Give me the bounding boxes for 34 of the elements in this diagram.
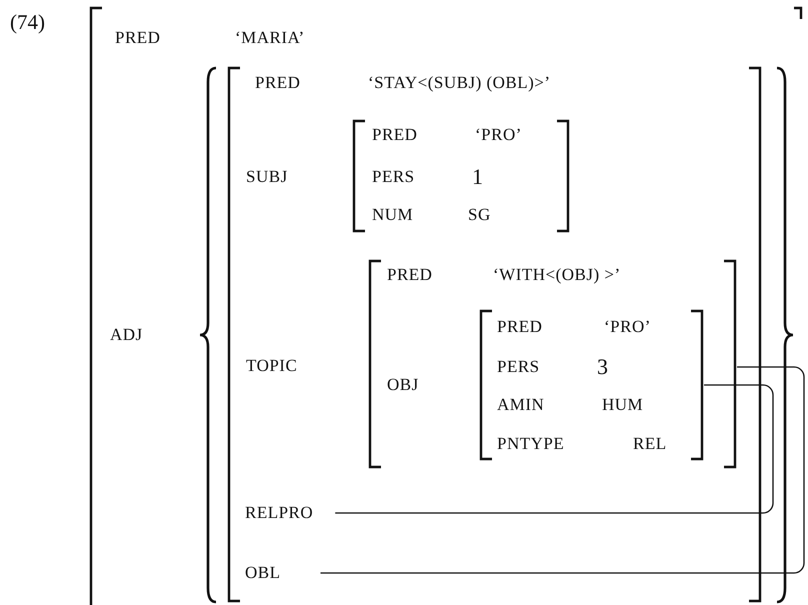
attribute-value-matrix: [369, 260, 736, 468]
attribute-name: PRED: [387, 265, 432, 285]
attribute-name: PRED: [115, 28, 160, 48]
attribute-name: PRED: [372, 125, 418, 145]
attribute-name: OBJ: [387, 375, 419, 395]
attribute-value-matrix: [90, 7, 802, 605]
attribute-value: HUM: [602, 395, 644, 415]
attribute-name: AMIN: [497, 395, 544, 415]
attribute-name: RELPRO: [245, 503, 336, 523]
attribute-name: SUBJ: [246, 167, 288, 187]
attribute-value: SG: [468, 205, 491, 225]
attribute-value: 3: [597, 357, 608, 377]
attribute-name: TOPIC: [246, 356, 298, 376]
attribute-value: 1: [472, 167, 484, 187]
attribute-value: ‘MARIA’: [235, 28, 305, 48]
attribute-value-matrix: [228, 67, 761, 602]
attribute-name: NUM: [372, 205, 414, 225]
attribute-value: ‘PRO’: [475, 125, 522, 145]
attribute-value: ‘PRO’: [604, 317, 651, 337]
attribute-name: PRED: [255, 73, 300, 93]
attribute-name: PRED: [497, 317, 542, 337]
attribute-value: REL: [633, 434, 667, 454]
connector-line: [335, 384, 774, 514]
attribute-name: ADJ: [110, 325, 143, 345]
attribute-value-matrix: [480, 310, 703, 460]
attribute-value: ‘WITH<(OBJ) >’: [493, 265, 621, 285]
attribute-name: PERS: [372, 167, 415, 187]
attribute-value-matrix: [353, 120, 569, 232]
connector-line: [320, 366, 805, 574]
attribute-value: ‘STAY<(SUBJ) (OBL)>’: [368, 73, 551, 93]
attribute-name: PERS: [497, 357, 540, 377]
attribute-name: OBL: [245, 563, 320, 583]
attribute-name: PNTYPE: [497, 434, 564, 454]
example-number: (74): [10, 12, 45, 32]
